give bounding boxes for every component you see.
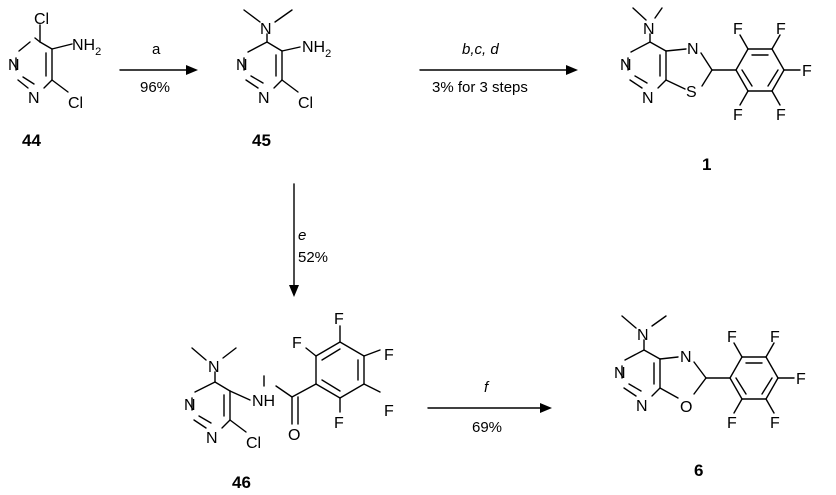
compound-46: N N N NH Cl O F F F F F 46 (184, 311, 394, 492)
compound-45: N N N NH2 Cl 45 (236, 9, 331, 150)
atom-cl: Cl (246, 435, 261, 452)
atom-nme2: N (643, 21, 655, 38)
atom-f5: F (727, 415, 737, 432)
atom-f4: F (384, 403, 394, 420)
atom-cl-bottom: Cl (68, 95, 83, 112)
atom-f2: F (770, 329, 780, 346)
compound-44-bonds (15, 24, 73, 93)
atom-cl-top: Cl (34, 11, 49, 28)
atom-f5: F (733, 107, 743, 124)
arrow-f-yield: 69% (472, 419, 502, 436)
arrow-a-yield: 96% (140, 79, 170, 96)
atom-f1: F (733, 21, 743, 38)
atom-n-bottom: N (28, 90, 40, 107)
arrow-a-reagent: a (152, 41, 161, 58)
atom-f3: F (796, 371, 806, 388)
atom-nh2: NH2 (72, 37, 101, 58)
arrow-a: a 96% (119, 41, 198, 96)
atom-f1: F (727, 329, 737, 346)
arrow-bcd: b,c, d 3% for 3 steps (419, 41, 578, 96)
atom-n-left: N (8, 57, 20, 74)
atom-f4: F (776, 107, 786, 124)
arrow-bcd-reagent: b,c, d (462, 41, 499, 58)
atom-f3: F (384, 347, 394, 364)
atom-n-thiazole: N (687, 41, 699, 58)
atom-n-left: N (620, 57, 632, 74)
atom-f2: F (776, 21, 786, 38)
compound-6: N N N N O F F F F F 6 (614, 315, 806, 480)
compound-44: Cl N N NH2 Cl 44 (8, 11, 101, 150)
atom-s: S (686, 84, 697, 101)
atom-n-bottom: N (636, 398, 648, 415)
arrow-f-reagent: f (484, 379, 490, 396)
compound-label-6: 6 (694, 461, 703, 480)
arrow-e-reagent: e (298, 227, 306, 244)
compound-1-bonds (627, 7, 801, 106)
compound-6-bonds (621, 315, 795, 414)
arrow-f: f 69% (427, 379, 552, 436)
atom-f2: F (334, 311, 344, 328)
atom-n-bottom: N (258, 90, 270, 107)
atom-f4: F (770, 415, 780, 432)
atom-nh: NH (252, 393, 275, 410)
atom-n-bottom: N (206, 430, 218, 447)
compound-label-44: 44 (22, 131, 41, 150)
atom-cl: Cl (298, 95, 313, 112)
compound-label-1: 1 (702, 155, 711, 174)
atom-n-left: N (236, 57, 248, 74)
atom-o-carbonyl: O (288, 427, 300, 444)
compound-label-46: 46 (232, 473, 251, 492)
atom-nh2: NH2 (302, 39, 331, 60)
arrow-bcd-yield: 3% for 3 steps (432, 79, 528, 96)
atom-nme2: N (208, 359, 220, 376)
atom-f5: F (334, 415, 344, 432)
atom-n-oxazole: N (680, 349, 692, 366)
compound-46-bonds (191, 325, 381, 433)
atom-nme2: N (260, 21, 272, 38)
atom-n-bottom: N (642, 90, 654, 107)
atom-f3: F (802, 63, 812, 80)
atom-f1: F (292, 335, 302, 352)
compound-1: N N N N S F F F F F 1 (620, 7, 812, 174)
arrow-e: e 52% (289, 183, 328, 297)
atom-o-ring: O (680, 399, 692, 416)
atom-n-left: N (184, 397, 196, 414)
compound-label-45: 45 (252, 131, 271, 150)
arrow-e-yield: 52% (298, 249, 328, 266)
atom-nme2: N (637, 327, 649, 344)
atom-n-left: N (614, 365, 626, 382)
compound-45-bonds (243, 9, 301, 93)
